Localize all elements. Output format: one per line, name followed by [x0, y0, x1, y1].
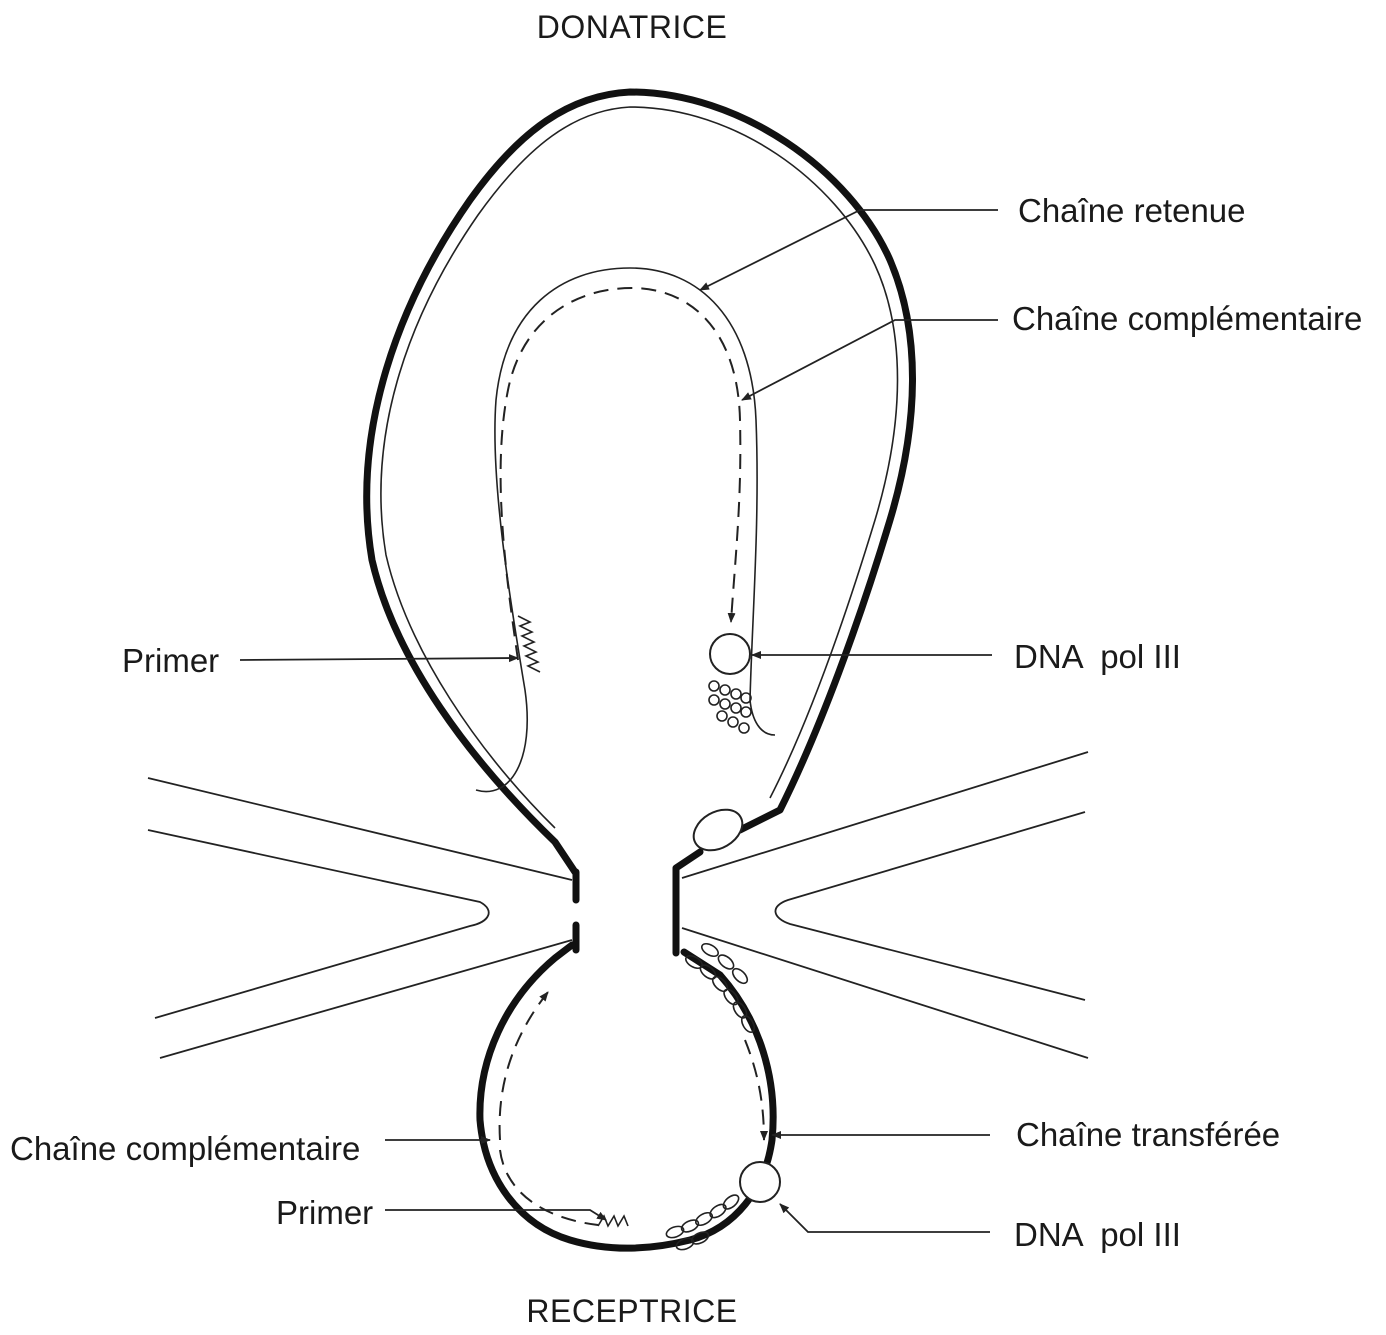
mating-bridge: [148, 752, 1088, 1058]
relaxase-oval: [686, 801, 749, 858]
dna-pol-bottom-circle: [740, 1162, 780, 1202]
donor-title: DONATRICE: [537, 9, 728, 45]
retained-strand: [476, 268, 775, 792]
dna-pol-top-circle: [710, 634, 750, 674]
label-complementary-strand-top: Chaîne complémentaire: [1012, 300, 1362, 337]
label-primer-top: Primer: [122, 642, 219, 679]
label-complementary-strand-bottom: Chaîne complémentaire: [10, 1130, 360, 1167]
ssb-coils-top: [709, 681, 751, 733]
donor-cell: [367, 92, 913, 953]
leader-lines: [240, 210, 998, 1232]
label-primer-bottom: Primer: [276, 1194, 373, 1231]
recipient-cell: [480, 941, 773, 1252]
label-transferred-strand: Chaîne transférée: [1016, 1116, 1280, 1153]
label-retained-strand: Chaîne retenue: [1018, 192, 1246, 229]
recipient-title: RECEPTRICE: [526, 1293, 737, 1329]
label-dna-pol-top: DNA pol III: [1014, 638, 1181, 675]
label-dna-pol-bottom: DNA pol III: [1014, 1216, 1181, 1253]
